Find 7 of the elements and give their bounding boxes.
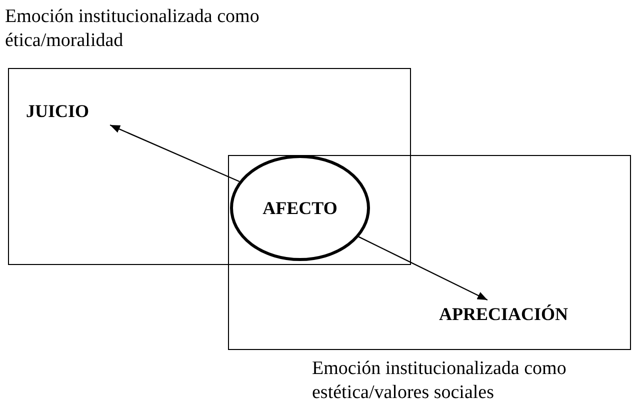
node-label: AFECTO: [262, 198, 338, 218]
arrow: [358, 236, 488, 301]
region-caption: Emoción institucionalizada como estética/valores sociales: [312, 357, 568, 405]
node-label: APRECIACIÓN: [439, 304, 599, 328]
region-caption: Emoción institucionalizada como ética/moralidad: [5, 5, 260, 53]
arrow: [110, 124, 240, 182]
node-label: JUICIO: [26, 101, 132, 123]
